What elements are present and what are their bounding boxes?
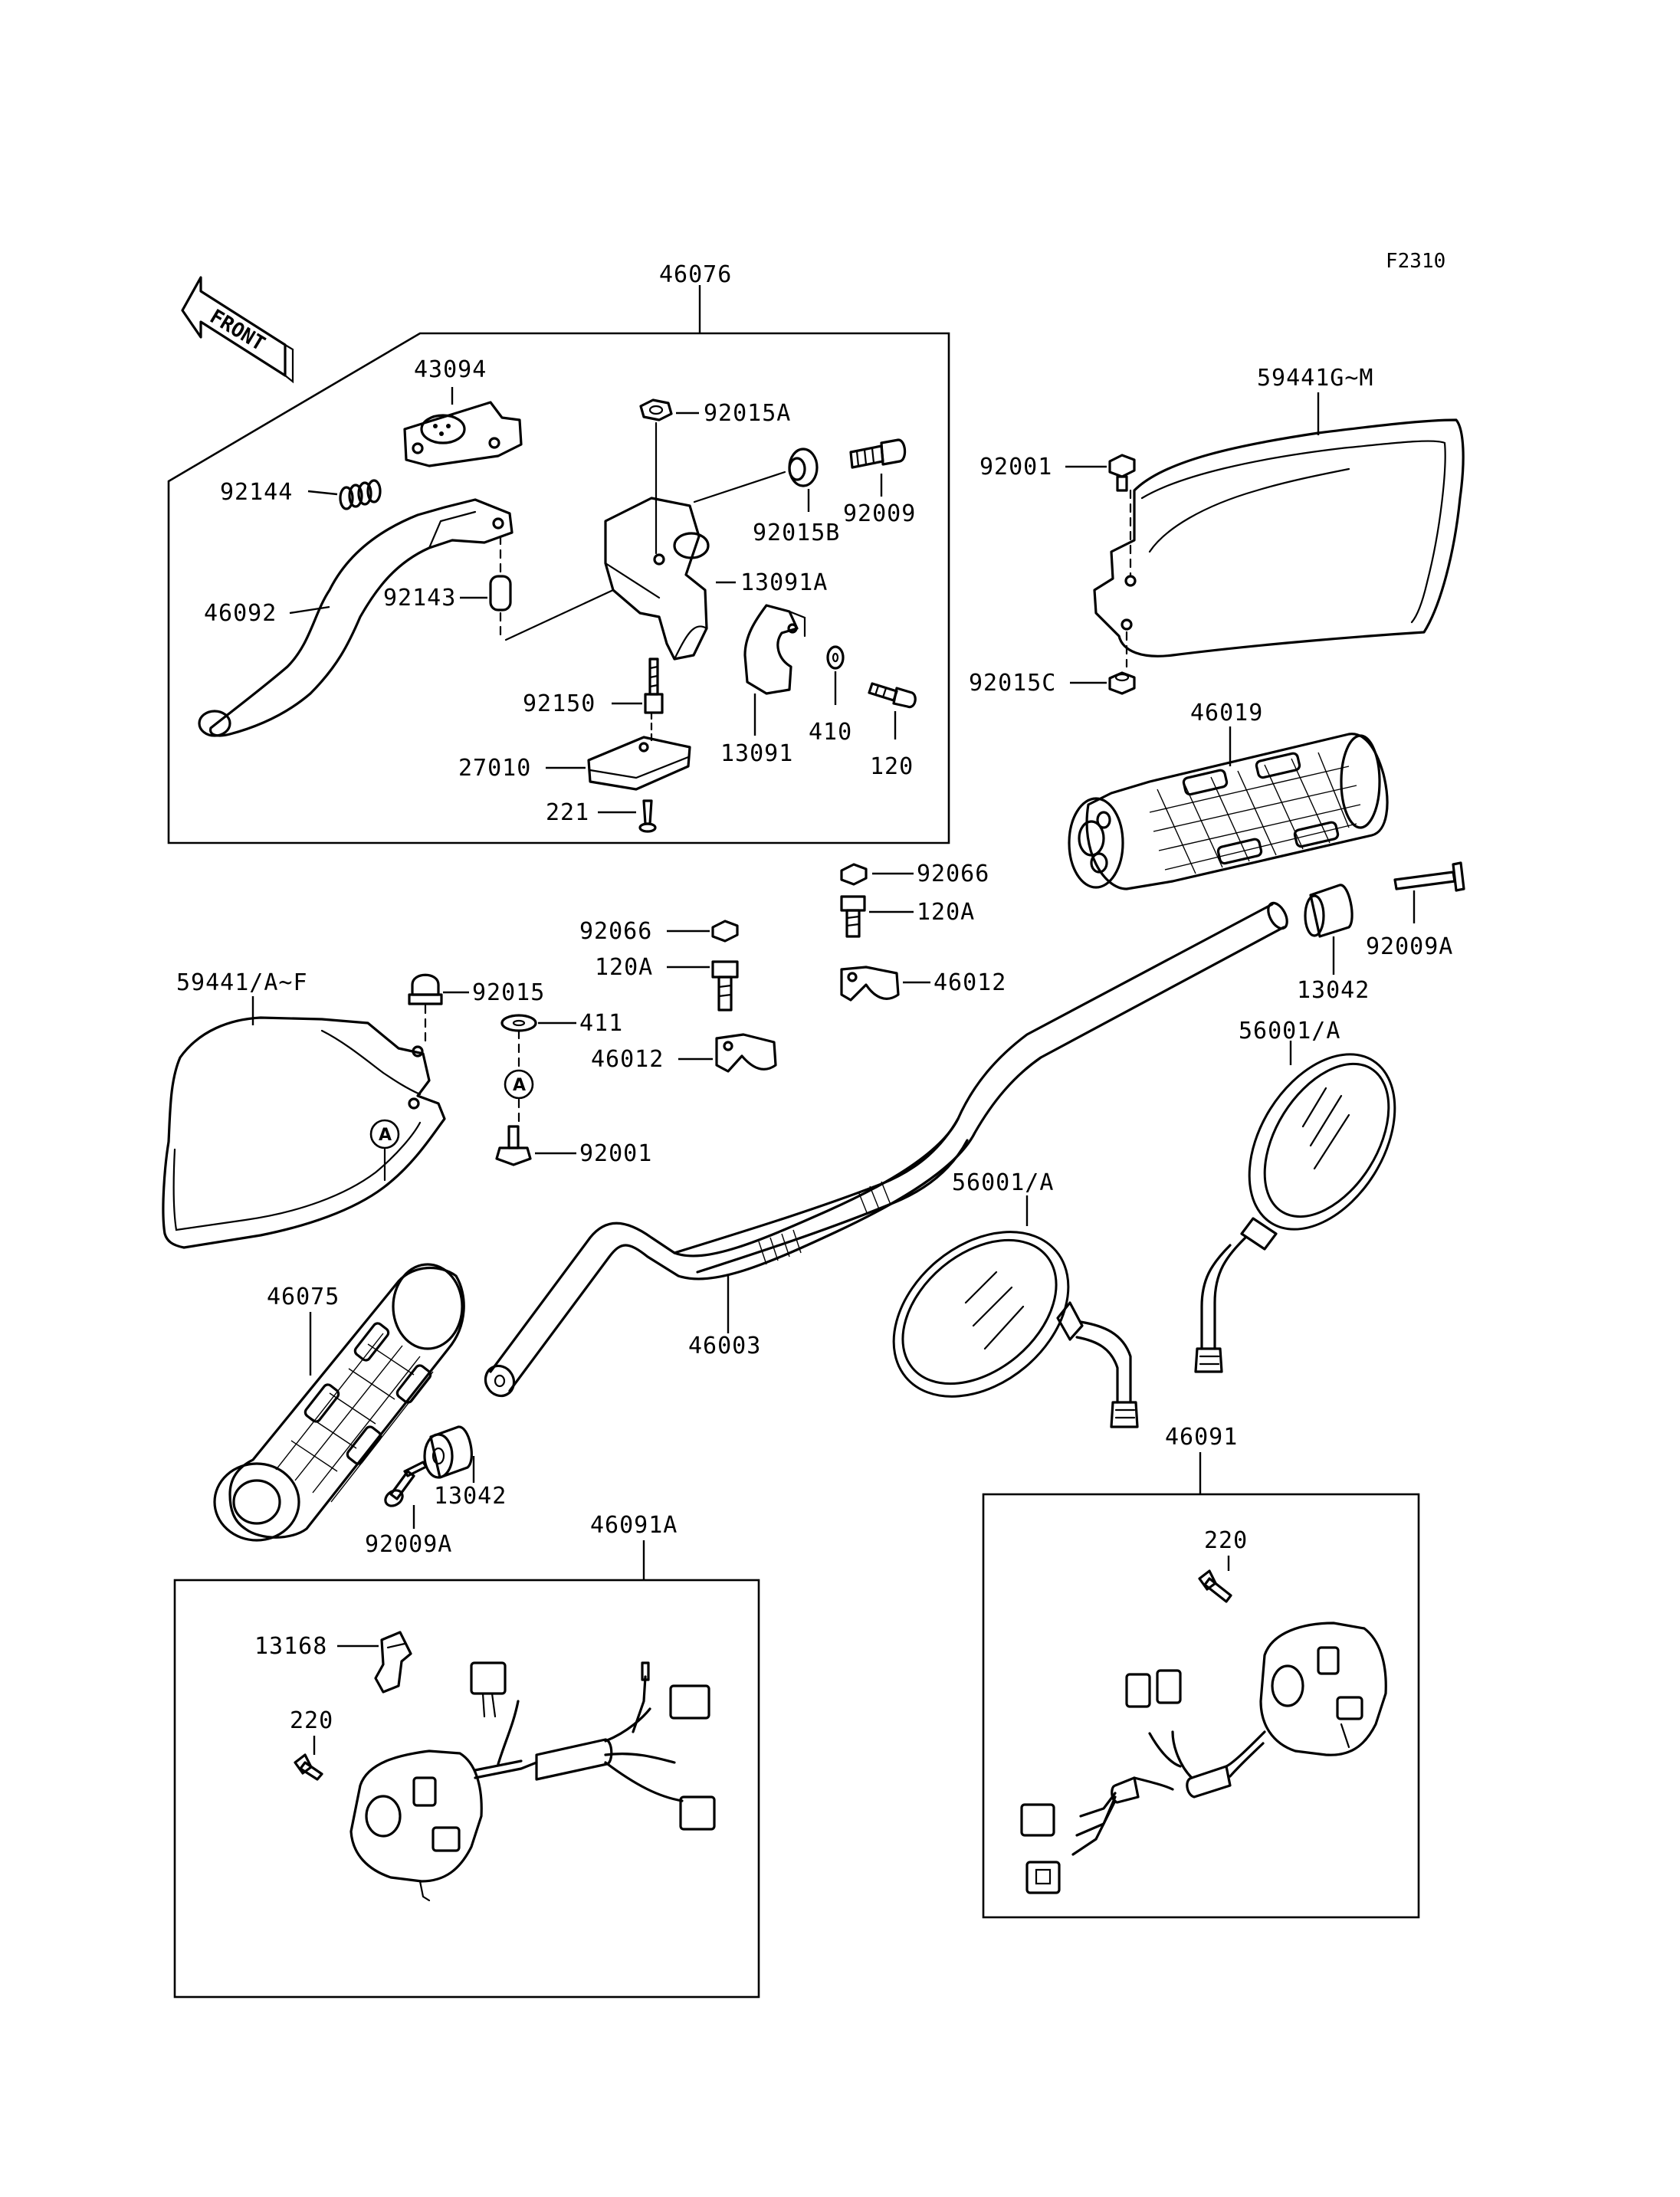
label-13042-right: 13042 (1297, 977, 1370, 1004)
washer-411-icon (500, 1014, 537, 1071)
screw-220-left-icon (294, 1753, 323, 1781)
nut-92015C-icon (1108, 671, 1136, 695)
reference-marker-a-guard: A (369, 1119, 400, 1182)
label-92015B: 92015B (753, 520, 840, 546)
switch-housing-left (349, 1749, 483, 1902)
label-46091A: 46091A (590, 1512, 678, 1539)
label-92015A: 92015A (704, 400, 791, 427)
bolt-120-icon (868, 682, 917, 709)
clamp-stack-left (711, 920, 777, 1073)
label-92066-left: 92066 (579, 918, 652, 945)
reference-marker-a-center: A (504, 1069, 534, 1100)
switch-assembly-46091-group: 46091 220 (982, 1424, 1420, 1919)
lever-holder-13091A (604, 497, 710, 661)
clamp-13091 (743, 604, 806, 695)
label-46003: 46003 (688, 1333, 761, 1359)
label-46019: 46019 (1190, 700, 1263, 726)
label-92001-mid: 92001 (579, 1140, 652, 1167)
label-59441GM: 59441G~M (1257, 365, 1374, 392)
screw-220-right-icon (1198, 1569, 1232, 1603)
throttle-grip-46019 (1068, 733, 1389, 890)
label-92066-right: 92066 (917, 861, 989, 887)
handlebar-46003 (484, 901, 1288, 1398)
assembly-box-46076 (167, 332, 950, 844)
label-92009A-right: 92009A (1366, 933, 1453, 960)
label-92150: 92150 (523, 690, 596, 717)
assembly-box-46091A (173, 1579, 760, 1999)
label-59441AF: 59441/A~F (176, 969, 308, 996)
label-56001A-upper: 56001/A (1239, 1018, 1340, 1044)
mirror-56001A-right (1194, 1053, 1396, 1373)
label-220-right: 220 (1204, 1527, 1248, 1554)
label-46075: 46075 (267, 1284, 340, 1310)
label-411: 411 (579, 1010, 623, 1037)
label-46092: 46092 (204, 600, 277, 627)
mirror-56001A-left (892, 1231, 1139, 1428)
label-92143: 92143 (383, 585, 456, 612)
bar-end-weight-13042-left (423, 1425, 473, 1479)
label-46012-right: 46012 (934, 969, 1006, 996)
label-92015C: 92015C (969, 670, 1056, 697)
clutch-grip-46075 (213, 1263, 465, 1542)
assembly-box-46091 (982, 1493, 1420, 1919)
switch-housing-right (1259, 1622, 1387, 1756)
spring-92144-icon (339, 479, 382, 510)
svg-text:A: A (513, 1076, 526, 1095)
label-92009A-left: 92009A (365, 1531, 452, 1558)
lever-cover-43094 (403, 401, 523, 467)
label-27010: 27010 (458, 755, 531, 782)
washer-410-icon (826, 645, 845, 670)
label-120A-left: 120A (595, 954, 653, 981)
label-56001A-lower: 56001/A (952, 1169, 1054, 1196)
label-13042-left: 13042 (434, 1483, 507, 1510)
front-arrow-icon: FRONT (181, 276, 294, 384)
label-46012-left: 46012 (591, 1046, 664, 1073)
label-92001-top: 92001 (979, 454, 1052, 480)
label-220-left: 220 (290, 1707, 333, 1734)
label-13091: 13091 (720, 740, 793, 767)
label-92009: 92009 (843, 500, 916, 527)
bar-end-weight-13042-right (1304, 884, 1354, 938)
collar-92143 (489, 535, 512, 638)
switch-assembly-46091A-group: 46091A 13168 220 (173, 1512, 760, 1999)
label-46091: 46091 (1165, 1424, 1238, 1451)
label-13091A: 13091A (740, 569, 828, 596)
nut-92015A-icon (639, 398, 673, 555)
label-120A-right: 120A (917, 899, 975, 926)
label-13168: 13168 (254, 1633, 327, 1660)
bolt-92001-mid-icon (495, 1125, 532, 1166)
label-92144: 92144 (220, 479, 293, 506)
figure-code: F2310 (1386, 250, 1445, 273)
screw-221-icon (638, 799, 657, 833)
label-410: 410 (809, 719, 852, 746)
clutch-lever-46092 (198, 498, 514, 737)
cap-nut-92015-icon (408, 973, 443, 1048)
bolt-92001-top-icon (1108, 454, 1136, 492)
hand-guard-right-group (1093, 418, 1465, 668)
clutch-switch-27010 (587, 711, 691, 791)
nut-92015B-icon (693, 448, 819, 503)
label-43094: 43094 (414, 356, 487, 383)
label-46076: 46076 (659, 261, 732, 288)
bolt-92150-icon (644, 657, 664, 714)
svg-text:A: A (379, 1126, 392, 1145)
screw-92009A-left-icon (384, 1461, 428, 1507)
adjuster-bolt-92009-icon (849, 438, 907, 469)
lever-assembly-group: 46076 43094 92144 46092 (167, 261, 950, 844)
label-221: 221 (546, 799, 589, 826)
label-92015: 92015 (472, 979, 545, 1006)
clamp-stack-right (840, 863, 900, 1002)
hand-guard-left-group (162, 1016, 446, 1249)
front-arrow-label: FRONT (205, 305, 269, 356)
screw-92009A-right-icon (1393, 861, 1465, 892)
label-120: 120 (870, 753, 914, 780)
clip-13168-icon (374, 1631, 412, 1694)
